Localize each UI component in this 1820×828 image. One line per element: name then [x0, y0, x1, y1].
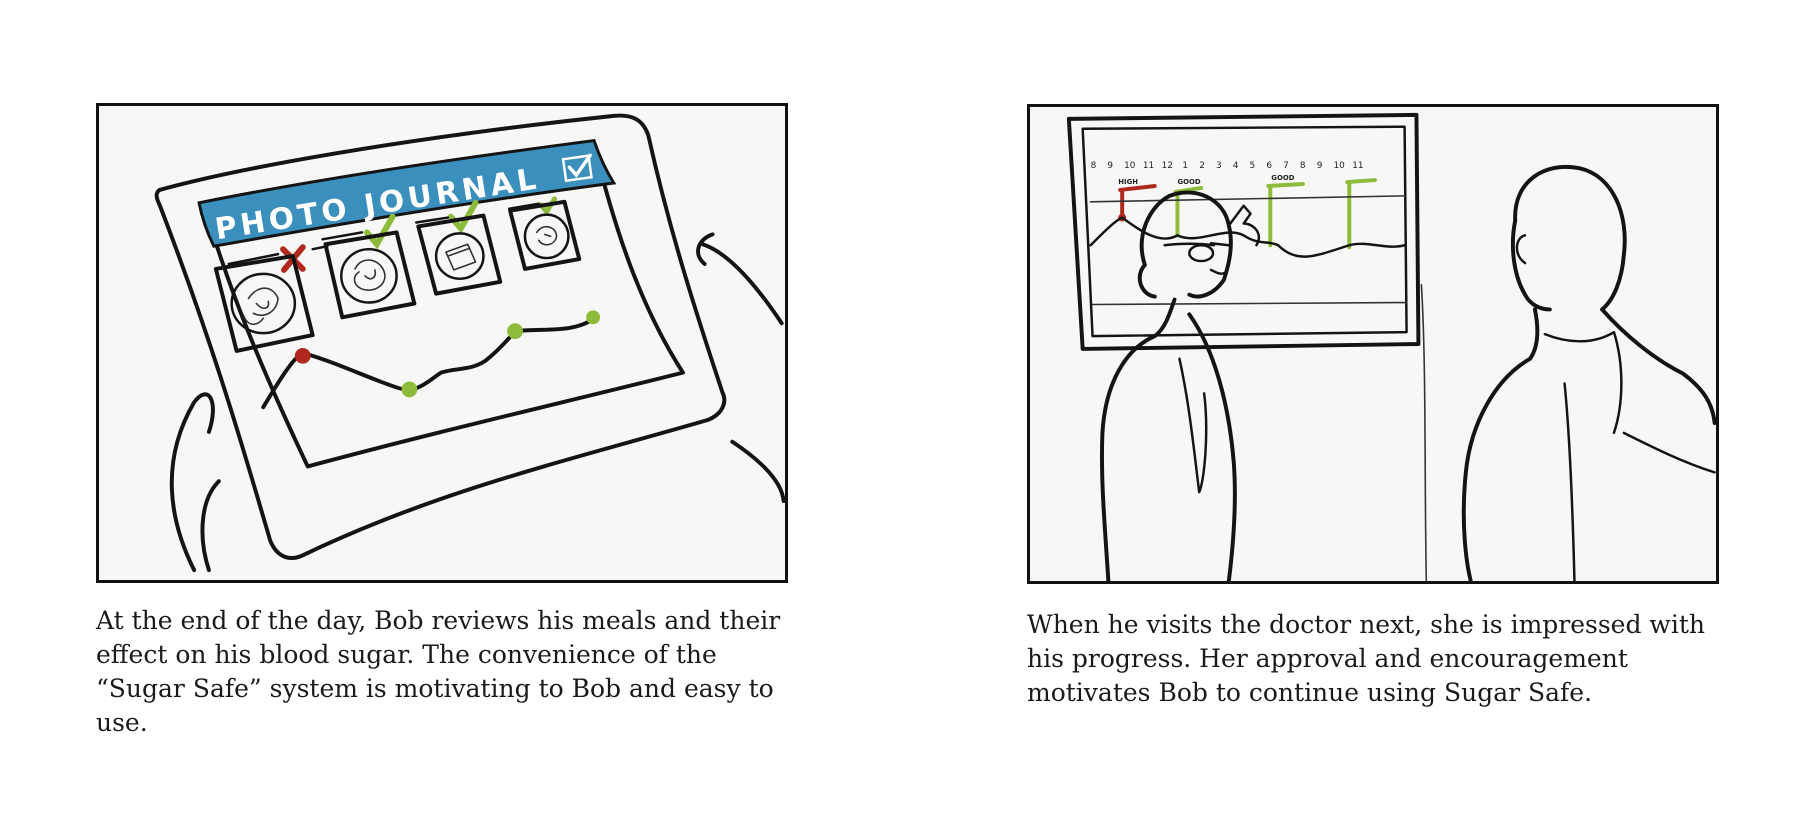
- svg-text:5: 5: [1250, 161, 1256, 171]
- svg-text:2: 2: [1199, 161, 1205, 171]
- storyboard-panel-doctor: 8 9 10 11 12 1 2 3 4 5 6 7 8 9 10 11 HIG…: [1027, 104, 1719, 584]
- right-hand-nail: [696, 232, 715, 266]
- checkbox-icon: [561, 153, 593, 183]
- left-hand-finger: [200, 479, 221, 573]
- wall-chart-gridline: [1089, 195, 1406, 203]
- blood-sugar-point-good: [401, 381, 418, 398]
- wall-chart-marker-good: [1345, 178, 1377, 250]
- wall-chart-inner: [1081, 125, 1408, 338]
- storyboard-panel-tablet: PHOTO JOURNAL: [96, 103, 788, 583]
- svg-text:9: 9: [1107, 161, 1113, 171]
- blood-sugar-point-good: [507, 323, 523, 340]
- meal-dash: [415, 216, 450, 224]
- doctor-visit-illustration: 8 9 10 11 12 1 2 3 4 5 6 7 8 9 10 11 HIG…: [1066, 112, 1716, 581]
- left-hand-outline: [169, 392, 215, 573]
- wall-chart-frame: [1066, 112, 1421, 351]
- panel-caption-right: When he visits the doctor next, she is i…: [1027, 610, 1705, 707]
- wall-edge: [1420, 283, 1428, 581]
- meal-photo: [508, 199, 582, 271]
- svg-text:12: 12: [1162, 161, 1173, 171]
- tablet-bezel: [154, 113, 727, 560]
- wall-chart-line: [1089, 216, 1406, 258]
- blood-sugar-point-high: [294, 347, 311, 364]
- meal-photo: [323, 230, 417, 320]
- wall-chart-baseline: [1091, 301, 1408, 306]
- meal-dash: [227, 244, 329, 266]
- wall-chart-tag-high: HIGH: [1118, 178, 1138, 186]
- svg-text:9: 9: [1317, 161, 1323, 171]
- svg-text:4: 4: [1233, 161, 1239, 171]
- wall-chart-marker-good: [1266, 182, 1305, 248]
- meal-dash: [507, 202, 541, 210]
- journal-banner: [197, 138, 617, 248]
- svg-text:11: 11: [1143, 161, 1154, 171]
- wall-chart-tag-good: GOOD: [1177, 178, 1200, 186]
- svg-text:10: 10: [1334, 161, 1346, 171]
- meal-dash: [321, 231, 364, 241]
- blood-sugar-point-good: [586, 310, 600, 325]
- wall-chart-tag-good: GOOD: [1271, 174, 1294, 182]
- doctor-figure: [1099, 190, 1261, 581]
- svg-text:8: 8: [1300, 161, 1306, 171]
- svg-text:3: 3: [1216, 161, 1222, 171]
- svg-text:1: 1: [1182, 161, 1188, 171]
- svg-text:8: 8: [1091, 161, 1097, 171]
- svg-text:6: 6: [1266, 161, 1272, 171]
- svg-text:11: 11: [1352, 161, 1363, 171]
- bob-figure: [1461, 165, 1716, 581]
- right-hand-thumb: [700, 242, 784, 326]
- svg-text:10: 10: [1124, 161, 1136, 171]
- meal-photo: [213, 254, 315, 353]
- wall-chart-ticks: 8 9 10 11 12 1 2 3 4 5 6 7 8 9 10 11: [1091, 161, 1364, 171]
- svg-text:7: 7: [1283, 161, 1289, 171]
- tablet-illustration: PHOTO JOURNAL: [154, 113, 785, 573]
- right-hand-fingers: [730, 439, 785, 503]
- panel-caption-left: At the end of the day, Bob reviews his m…: [96, 606, 781, 737]
- wall-chart-marker-high: [1118, 184, 1157, 220]
- meal-photo: [416, 213, 503, 296]
